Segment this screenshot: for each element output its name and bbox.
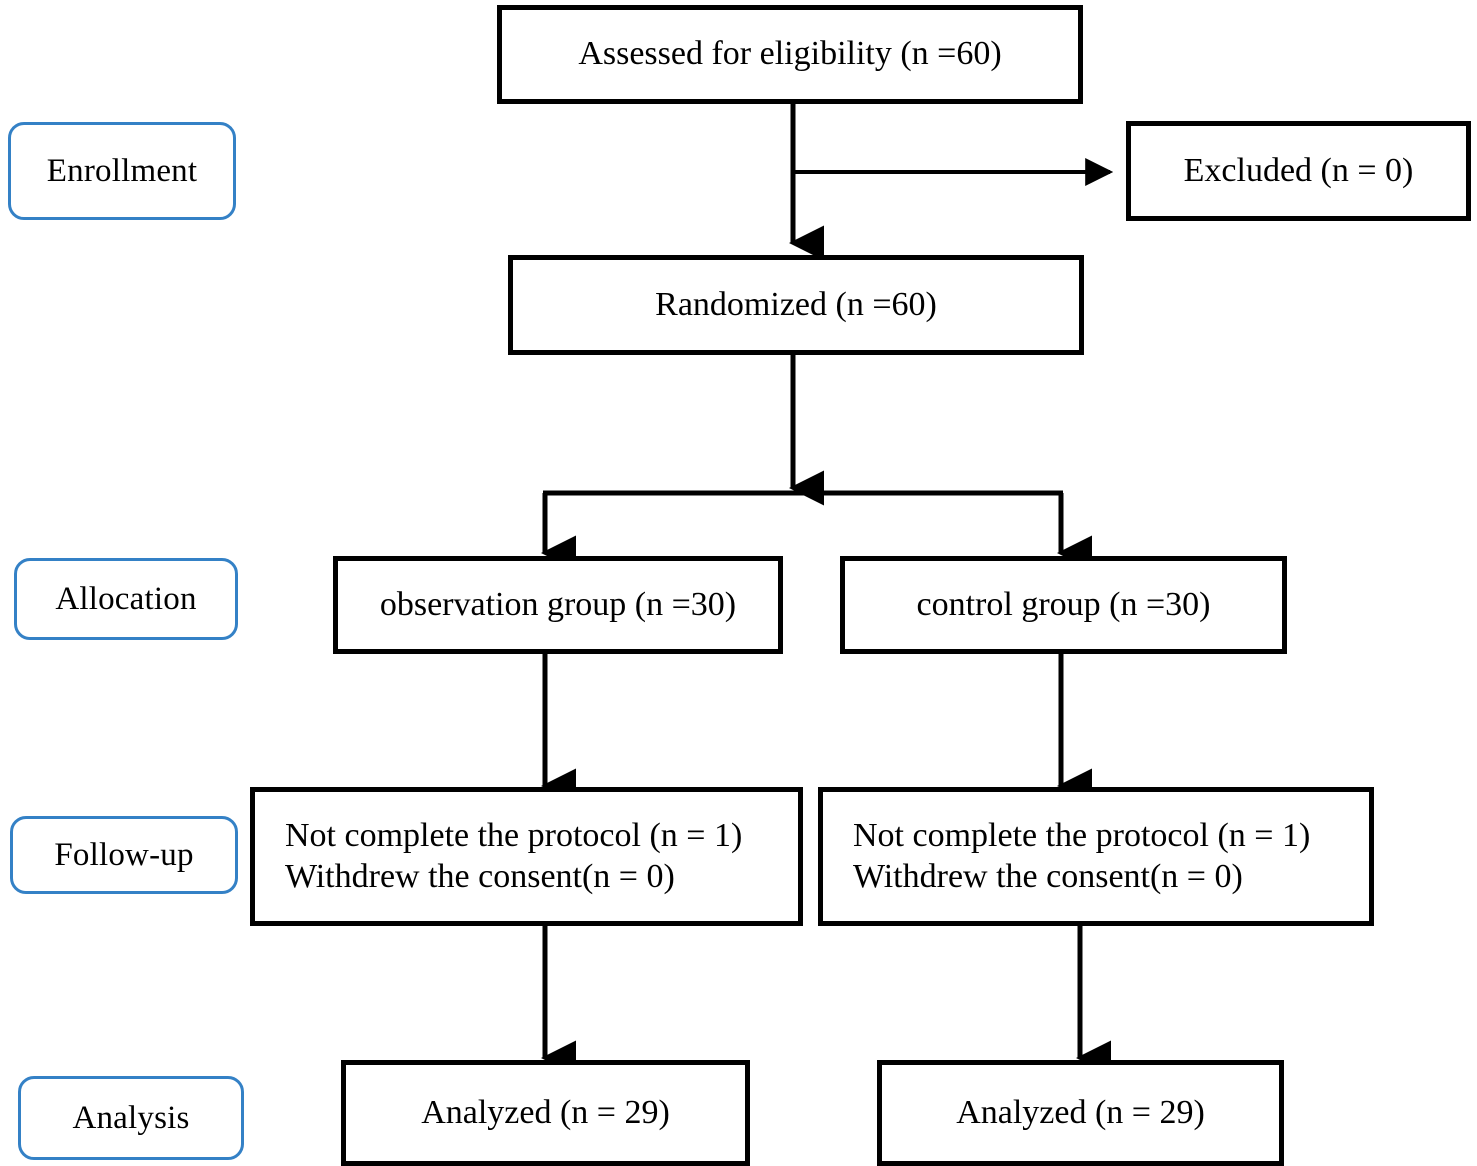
- stage-label-allocation: Allocation: [14, 558, 238, 640]
- stage-label-analysis: Analysis: [18, 1076, 244, 1160]
- node-analyzed-observation: Analyzed (n = 29): [341, 1060, 750, 1166]
- node-analyzed-control: Analyzed (n = 29): [877, 1060, 1284, 1166]
- node-analyzed-control-label: Analyzed (n = 29): [956, 1093, 1205, 1131]
- node-assessed-label: Assessed for eligibility (n =60): [578, 35, 1002, 73]
- stage-label-analysis-text: Analysis: [72, 1099, 190, 1136]
- node-followup-control-line2: Withdrew the consent(n = 0): [853, 857, 1243, 895]
- node-followup-observation-line1: Not complete the protocol (n = 1): [285, 817, 743, 855]
- stage-label-followup: Follow-up: [10, 816, 238, 894]
- node-followup-control: Not complete the protocol (n = 1) Withdr…: [818, 787, 1374, 926]
- stage-label-enrollment-text: Enrollment: [46, 152, 198, 189]
- node-randomized: Randomized (n =60): [508, 255, 1084, 355]
- node-followup-control-line1: Not complete the protocol (n = 1): [853, 817, 1311, 855]
- node-randomized-label: Randomized (n =60): [655, 285, 937, 323]
- stage-label-followup-text: Follow-up: [54, 836, 194, 873]
- node-followup-observation-line2: Withdrew the consent(n = 0): [285, 857, 675, 895]
- node-control-group: control group (n =30): [840, 556, 1287, 654]
- node-assessed-for-eligibility: Assessed for eligibility (n =60): [497, 5, 1083, 104]
- stage-label-enrollment: Enrollment: [8, 122, 236, 220]
- stage-label-allocation-text: Allocation: [55, 580, 197, 617]
- node-observation-group: observation group (n =30): [333, 556, 783, 654]
- node-excluded: Excluded (n = 0): [1126, 121, 1471, 221]
- node-control-group-label: control group (n =30): [916, 585, 1211, 623]
- node-observation-group-label: observation group (n =30): [379, 585, 737, 623]
- node-analyzed-observation-label: Analyzed (n = 29): [421, 1093, 670, 1131]
- node-excluded-label: Excluded (n = 0): [1183, 151, 1414, 189]
- node-followup-observation: Not complete the protocol (n = 1) Withdr…: [250, 787, 803, 926]
